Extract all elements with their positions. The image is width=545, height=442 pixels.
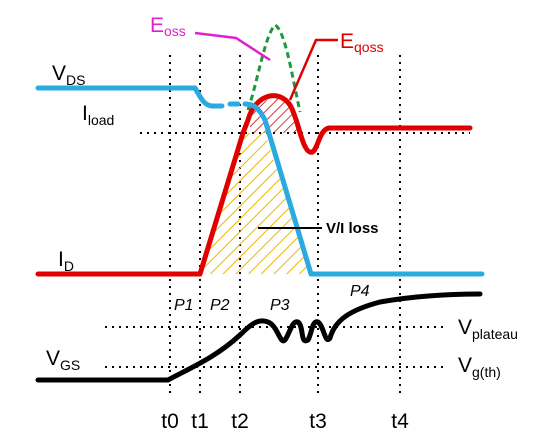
label-vi-loss: V/I loss [326, 220, 379, 237]
reference-lines [105, 132, 470, 368]
time-t1: t1 [191, 410, 209, 433]
time-t3: t3 [309, 410, 327, 433]
eqoss-area [250, 98, 300, 133]
time-t0: t0 [161, 410, 179, 433]
phase-p2: P2 [210, 297, 230, 314]
label-vgth: Vg(th) [458, 354, 501, 380]
time-t4: t4 [391, 410, 409, 433]
eoss-leader [194, 31, 271, 62]
phase-p3: P3 [270, 297, 290, 314]
vgs-waveform [35, 291, 483, 383]
eqoss-leader [288, 38, 338, 101]
time-t2: t2 [231, 410, 249, 433]
label-vgs: VGS [46, 347, 80, 373]
label-vds: VDS [52, 62, 85, 88]
vds-waveform [35, 85, 485, 277]
phase-p1: P1 [174, 297, 194, 314]
label-id: ID [58, 248, 74, 274]
label-vplateau: Vplateau [458, 316, 518, 342]
label-eoss: Eoss [150, 14, 186, 39]
eoss-curve [246, 23, 302, 113]
vi-loss-area [200, 133, 311, 274]
label-eqoss: Eqoss [340, 30, 384, 55]
phase-p4: P4 [350, 283, 370, 300]
label-iload: Iload [82, 102, 114, 128]
